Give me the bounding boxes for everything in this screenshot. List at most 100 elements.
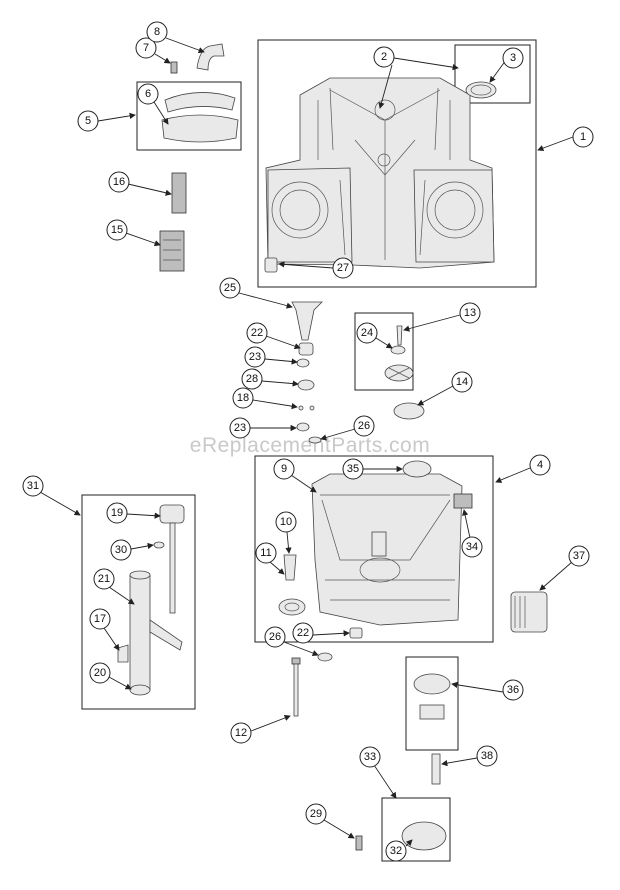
callout-5: 5 (77, 110, 136, 132)
callout-number: 38 (481, 750, 493, 762)
callout-number: 3 (510, 52, 516, 64)
callout-number: 6 (145, 88, 151, 100)
callout-number: 12 (235, 727, 247, 739)
cover-group-box-5 (136, 81, 242, 151)
gear-24-drawing (390, 345, 406, 355)
callout-31: 31 (22, 475, 81, 516)
callout-number: 29 (310, 808, 322, 820)
gear-28-drawing (297, 379, 315, 391)
callout-number: 11 (260, 547, 271, 559)
callout-circle (459, 302, 481, 324)
callout-38: 38 (441, 745, 498, 767)
filter-34-drawing (453, 493, 473, 509)
callout-12: 12 (230, 714, 291, 744)
filter-37-drawing (510, 591, 548, 633)
callout-number: 36 (507, 684, 519, 696)
callout-number: 2 (381, 51, 387, 63)
crankcase-cover-drawing (311, 473, 463, 626)
callout-number: 20 (94, 667, 106, 679)
callout-number: 1 (580, 131, 586, 143)
callout-circle (502, 679, 524, 701)
callout-29: 29 (305, 803, 355, 839)
gasket-3-drawing (465, 81, 497, 99)
washer-23-drawing (296, 358, 310, 368)
callout-19: 19 (106, 502, 161, 524)
callout-number: 22 (297, 627, 309, 639)
dipstick-tube-drawing (117, 504, 185, 696)
cover-14-drawing (393, 402, 425, 420)
callout-9: 9 (273, 458, 317, 493)
callout-circle (232, 387, 254, 409)
filter-15-drawing (159, 230, 185, 272)
callout-circle (359, 746, 381, 768)
callout-number: 26 (269, 631, 281, 643)
callout-circle (264, 626, 286, 648)
callout-number: 9 (281, 463, 287, 475)
callout-circle (273, 458, 295, 480)
elbow-8-drawing (196, 43, 225, 71)
callout-number: 7 (143, 42, 149, 54)
gear-10-drawing (283, 554, 297, 581)
callout-number: 28 (246, 373, 258, 385)
bolt-12-drawing (291, 657, 301, 665)
bushing-22-drawing (298, 342, 314, 356)
crankcase-cover-group-box (254, 455, 494, 643)
callout-1: 1 (537, 126, 594, 152)
callout-circle (332, 257, 354, 279)
callout-number: 33 (364, 751, 376, 763)
callout-circle (356, 322, 378, 344)
callout-circle (255, 542, 277, 564)
callout-number: 22 (251, 327, 263, 339)
seal-35-drawing (402, 460, 432, 478)
callout-number: 16 (113, 176, 125, 188)
callout-number: 8 (154, 26, 160, 38)
callout-number: 25 (224, 282, 236, 294)
callout-10: 10 (275, 511, 297, 554)
callout-number: 13 (464, 307, 476, 319)
callout-number: 34 (466, 541, 478, 553)
callout-circle (568, 545, 590, 567)
callout-circle (77, 110, 99, 132)
callout-circle (135, 37, 157, 59)
callout-35: 35 (342, 458, 403, 480)
pin-18-drawing (298, 405, 304, 411)
washer-23b-drawing (296, 422, 310, 432)
callout-number: 26 (358, 420, 370, 432)
callout-number: 18 (237, 392, 249, 404)
callout-23: 23 (244, 346, 298, 368)
callout-circle (353, 415, 375, 437)
shaft-25-drawing (291, 301, 323, 341)
callout-circle (476, 745, 498, 767)
callout-circle (292, 622, 314, 644)
callout-number: 23 (249, 351, 261, 363)
watermark-text: eReplacementParts.com (190, 434, 430, 457)
callout-15: 15 (106, 219, 161, 247)
callout-circle (529, 454, 551, 476)
callout-circle (106, 219, 128, 241)
callout-26: 26 (320, 415, 375, 441)
screw-7-drawing (170, 61, 178, 74)
callout-number: 30 (115, 544, 127, 556)
callout-6: 6 (137, 83, 169, 125)
cylinder-block-drawing (265, 77, 495, 269)
bushing-22b-drawing (349, 627, 363, 639)
callout-circle (22, 475, 44, 497)
callout-37: 37 (539, 545, 590, 591)
cover-6-drawing (164, 92, 236, 113)
callout-circle (461, 536, 483, 558)
screen-32-drawing (401, 821, 447, 851)
callout-34: 34 (461, 509, 483, 558)
callout-28: 28 (241, 368, 299, 390)
callout-circle (385, 840, 407, 862)
callout-circle (219, 277, 241, 299)
callout-number: 32 (390, 845, 402, 857)
callout-circle (110, 539, 132, 561)
callout-26b: 26 (264, 626, 319, 657)
cylinder-block-group-box (257, 39, 537, 288)
callout-circle (89, 662, 111, 684)
callout-number: 4 (537, 459, 543, 471)
shaft-38-drawing (431, 753, 441, 785)
callout-20: 20 (89, 662, 132, 690)
callout-22: 22 (246, 322, 301, 350)
callout-4: 4 (495, 454, 551, 483)
